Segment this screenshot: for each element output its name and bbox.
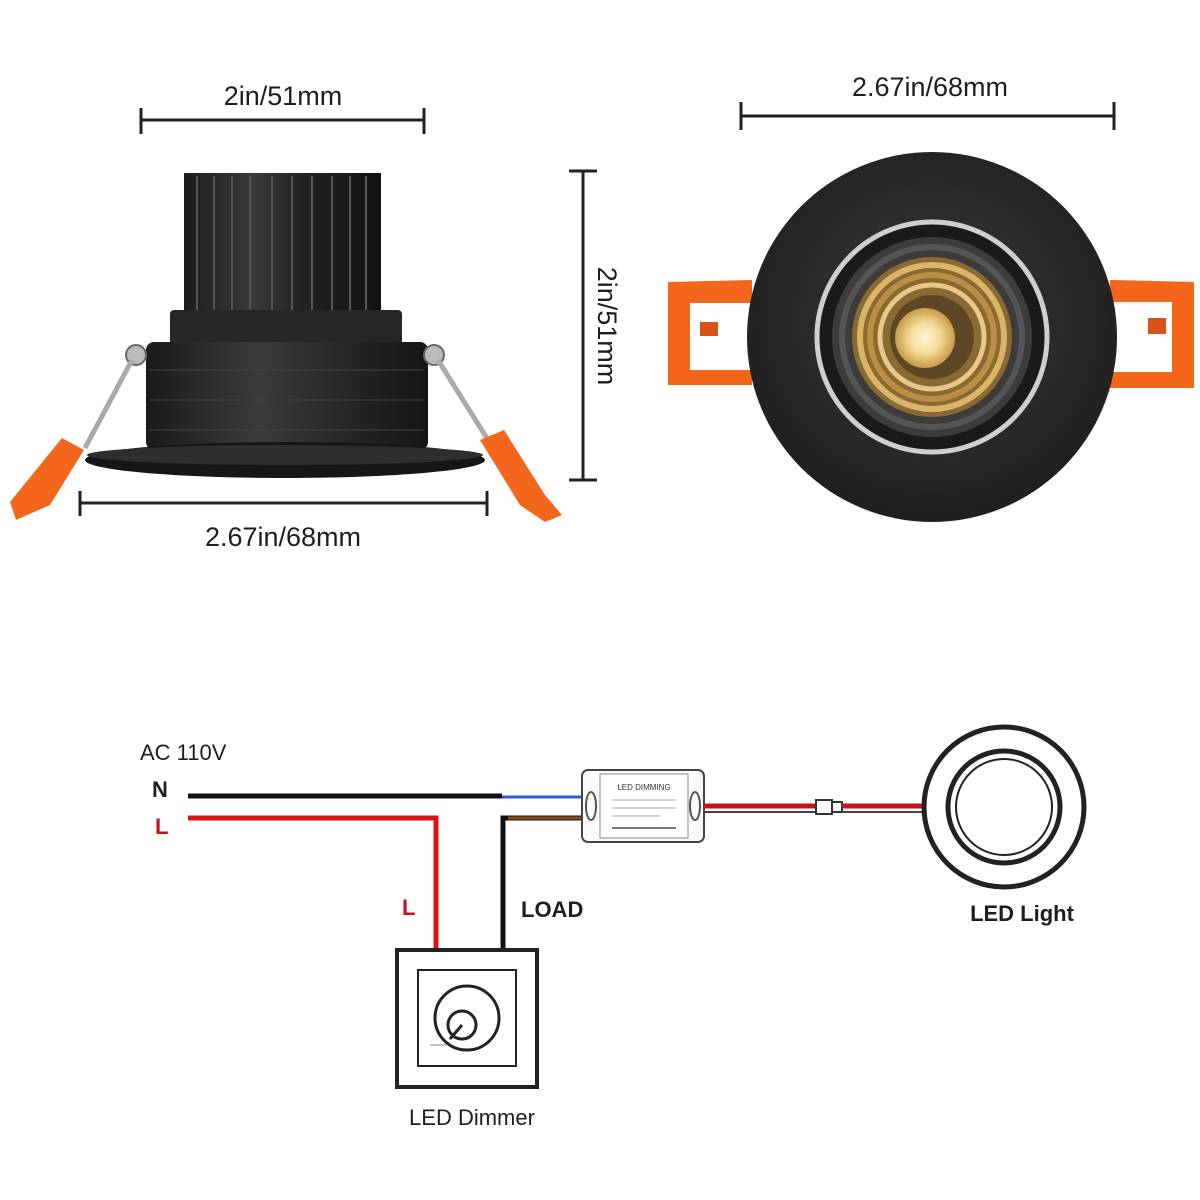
led-light-label: LED Light: [970, 901, 1075, 926]
line-to-dimmer-label: L: [402, 895, 415, 920]
left-clip-tab: [668, 280, 752, 385]
led-dimmer-icon: [395, 948, 539, 1089]
top-width-dimension-line: [139, 108, 426, 134]
led-chip: [895, 308, 955, 368]
front-view: 2.67in/68mm: [668, 72, 1194, 522]
load-label: LOAD: [521, 897, 583, 922]
front-width-dimension-line: [739, 102, 1116, 130]
side-view: 2in/51mm 2in/51mm: [10, 81, 622, 552]
led-light-icon: [921, 724, 1087, 890]
wiring-diagram: AC 110V N L L LOAD LED DIMMING: [140, 724, 1087, 1130]
driver-label: LED DIMMING: [617, 783, 670, 792]
height-dimension-line: [569, 169, 597, 482]
height-label: 2in/51mm: [592, 267, 622, 386]
right-spring-clip: [423, 344, 562, 522]
lamp-neck: [170, 310, 402, 350]
bottom-width-label: 2.67in/68mm: [205, 522, 361, 552]
line-wire: [188, 815, 439, 950]
supply-label: AC 110V: [140, 740, 227, 765]
lamp-body: [146, 342, 428, 450]
led-dimmer-label: LED Dimmer: [409, 1105, 535, 1130]
bottom-width-dimension-line: [78, 491, 489, 516]
wire-connector: [815, 799, 843, 815]
heat-sink: [184, 173, 381, 313]
neutral-label: N: [152, 777, 168, 802]
top-width-label: 2in/51mm: [224, 81, 343, 111]
right-clip-tab: [1110, 280, 1194, 388]
line-label: L: [155, 814, 168, 839]
left-spring-clip: [10, 344, 147, 520]
led-driver: LED DIMMING: [581, 769, 705, 843]
front-width-label: 2.67in/68mm: [852, 72, 1008, 102]
load-wire: [500, 815, 582, 950]
